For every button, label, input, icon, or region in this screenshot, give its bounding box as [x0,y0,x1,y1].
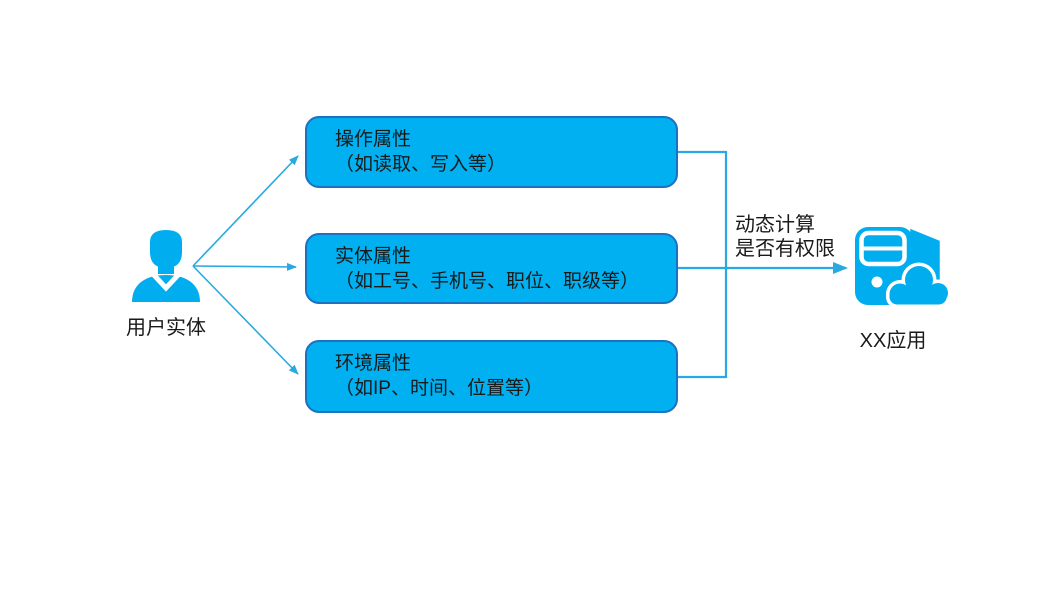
app-label: XX应用 [859,330,927,352]
attribute-box-entity: 实体属性 （如工号、手机号、职位、职级等） [305,233,678,304]
decision-line2: 是否有权限 [735,238,835,260]
user-entity-label: 用户实体 [126,317,206,339]
arrow-user-to-box2 [192,262,297,271]
box-subtitle: （如读取、写入等） [335,154,507,175]
arrow-user-to-box3 [192,265,299,375]
arrow-user-to-box1 [192,155,299,267]
server-cloud-icon [853,224,953,312]
attribute-box-environment: 环境属性 （如IP、时间、位置等） [305,340,678,413]
attribute-box-operation: 操作属性 （如读取、写入等） [305,116,678,188]
decision-line1: 动态计算 [735,214,815,236]
box-subtitle: （如工号、手机号、职位、职级等） [335,271,640,292]
box-title: 操作属性 [335,129,412,150]
box-title: 实体属性 [335,246,412,267]
box-subtitle: （如IP、时间、位置等） [335,378,543,399]
box-title: 环境属性 [335,353,412,374]
decision-annotation: 动态计算 是否有权限 [735,213,835,261]
person-icon [126,230,206,302]
